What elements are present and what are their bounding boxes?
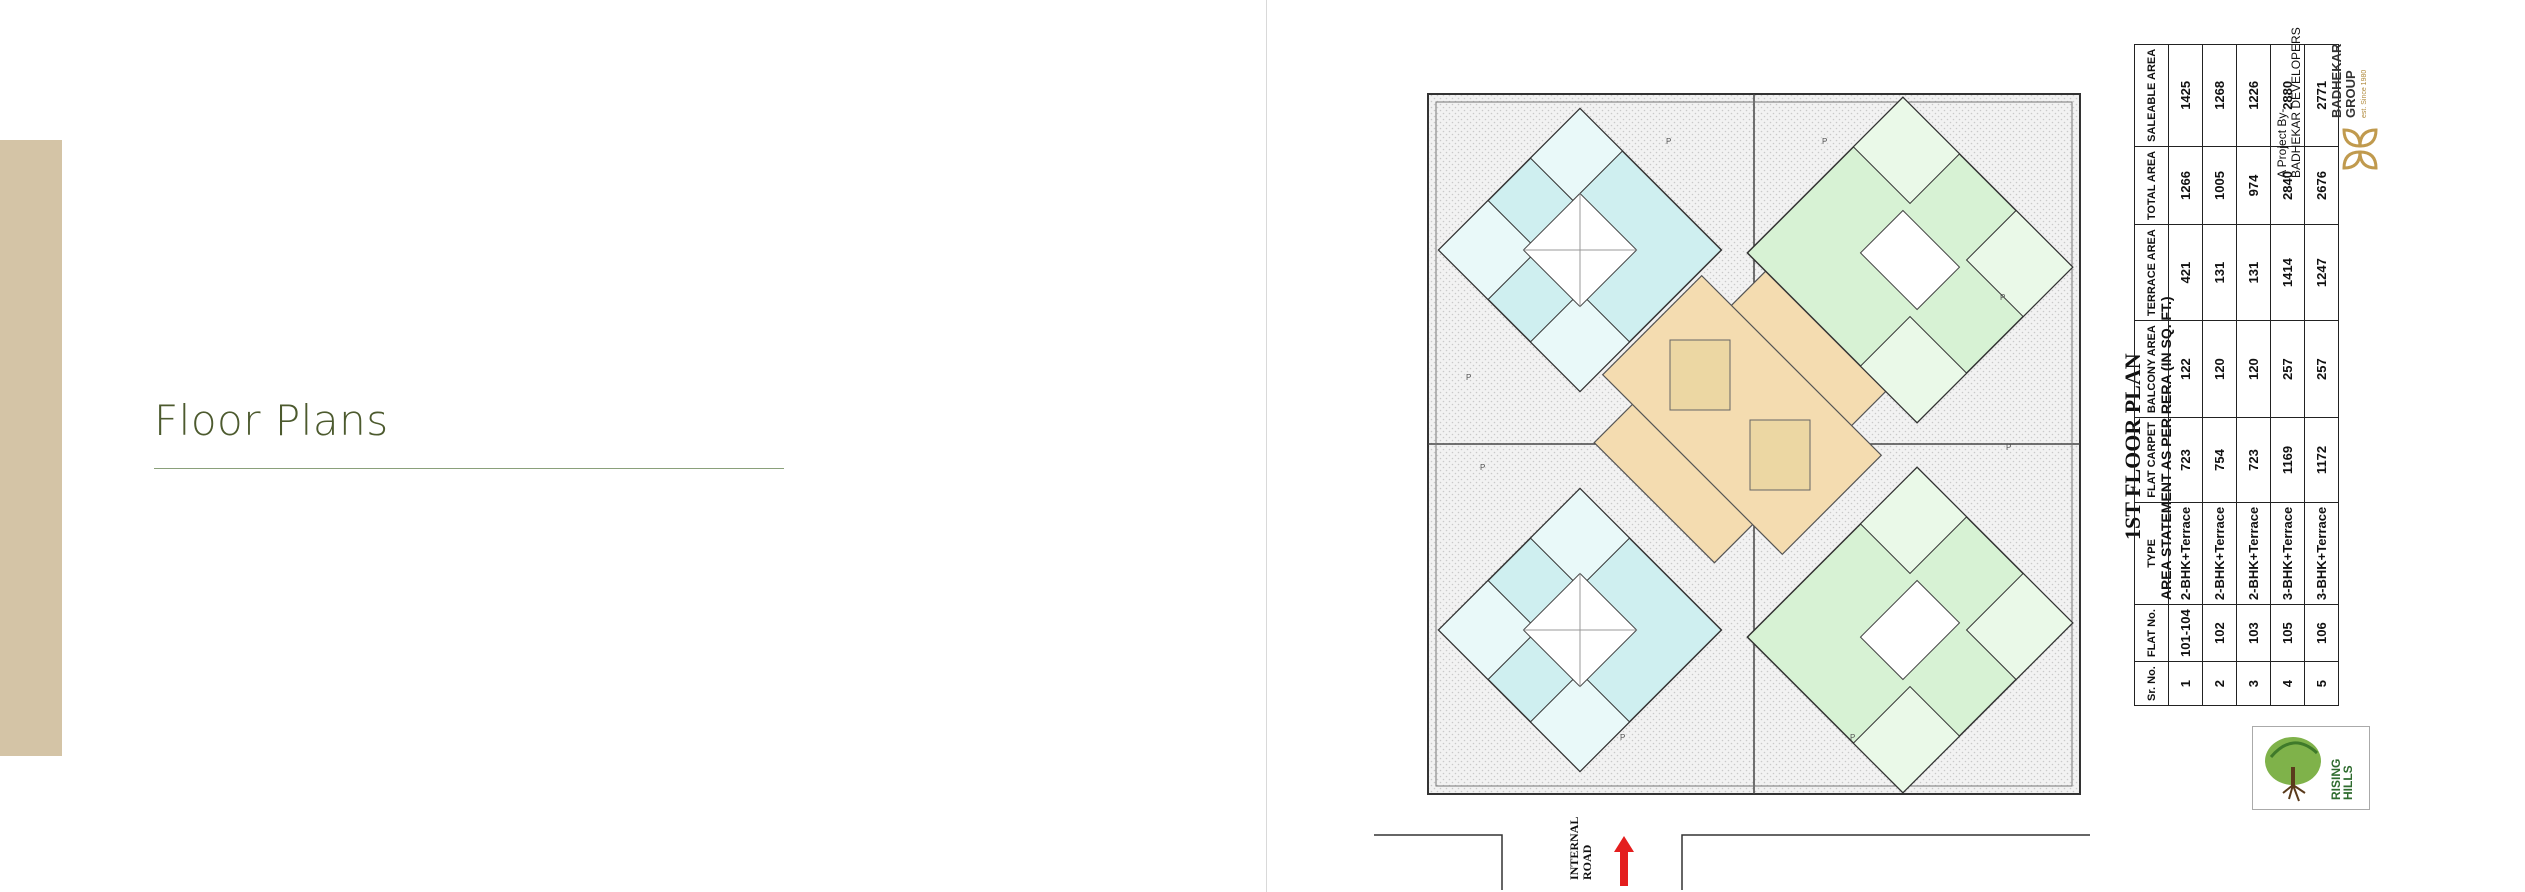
table-cell: 120 — [2202, 320, 2237, 418]
rising-hills-tree-icon — [2265, 737, 2321, 802]
table-cell: 1005 — [2202, 146, 2237, 225]
area-statement-table: Sr. No. FLAT No. TYPE FLAT CARPET BALCON… — [2134, 44, 2339, 706]
flat-top-right — [1746, 96, 2074, 424]
svg-text:P: P — [1666, 137, 1671, 146]
flat-bottom-left — [1437, 487, 1723, 773]
table-cell: 3-BHK+Terrace — [2304, 502, 2339, 605]
svg-text:P: P — [1466, 373, 1471, 382]
table-cell: 257 — [2304, 320, 2339, 418]
table-cell: 1172 — [2304, 417, 2339, 503]
hills-label: HILLS — [2341, 765, 2355, 800]
svg-text:P: P — [2000, 293, 2005, 302]
rising-hills-logo — [2252, 726, 2370, 810]
table-cell: 1169 — [2270, 417, 2305, 503]
svg-text:P: P — [1480, 463, 1485, 472]
header-sr-no: Sr. No. — [2134, 661, 2169, 706]
road-edge-right — [1681, 834, 2090, 890]
table-cell: 754 — [2202, 417, 2237, 503]
table-cell: 131 — [2202, 224, 2237, 321]
table-cell: 3 — [2236, 661, 2271, 706]
svg-text:P: P — [2006, 443, 2011, 452]
header-flat-no: FLAT No. — [2134, 604, 2169, 662]
table-cell: 2 — [2202, 661, 2237, 706]
road-arrow-icon — [1614, 836, 1634, 886]
table-cell: 1414 — [2270, 224, 2305, 321]
header-total-area: TOTAL AREA — [2134, 146, 2169, 225]
table-cell: 2-BHK+Terrace — [2236, 502, 2271, 605]
header-terrace-area: TERRACE AREA — [2134, 224, 2169, 321]
developer-name: BADHEKAR DEVELOPERS — [2289, 27, 2303, 178]
road-label: INTERNAL ROAD — [1567, 817, 1594, 880]
table-cell: 5 — [2304, 661, 2339, 706]
flat-bottom-right — [1746, 466, 2074, 794]
header-balcony-area: BALCONY AREA — [2134, 320, 2169, 418]
table-cell: 106 — [2304, 604, 2339, 662]
title-divider — [154, 468, 784, 469]
svg-text:P: P — [1620, 733, 1625, 742]
table-cell: 120 — [2236, 320, 2271, 418]
table-cell: 103 — [2236, 604, 2271, 662]
central-core — [1593, 266, 1891, 564]
table-row: 3 103 2-BHK+Terrace 723 120 131 974 1226 — [2236, 44, 2271, 706]
project-by-label: A Project By- — [2275, 108, 2289, 178]
table-cell: 257 — [2270, 320, 2305, 418]
road-edge-left — [1374, 834, 1503, 890]
table-cell: 1266 — [2168, 146, 2203, 225]
table-cell: 105 — [2270, 604, 2305, 662]
accent-bar — [0, 140, 62, 756]
project-by-text: A Project By- BADHEKAR DEVELOPERS — [2275, 27, 2303, 178]
table-cell: 723 — [2168, 417, 2203, 503]
svg-text:P: P — [1850, 733, 1855, 742]
table-cell: 974 — [2236, 146, 2271, 225]
svg-text:P: P — [1822, 137, 1827, 146]
header-saleable-area: SALEABLE AREA — [2134, 44, 2169, 147]
table-cell: 2-BHK+Terrace — [2168, 502, 2203, 605]
table-cell: 1226 — [2236, 44, 2271, 147]
header-flat-carpet: FLAT CARPET — [2134, 417, 2169, 503]
table-cell: 1425 — [2168, 44, 2203, 147]
table-cell: 3-BHK+Terrace — [2270, 502, 2305, 605]
table-cell: 122 — [2168, 320, 2203, 418]
table-cell: 1268 — [2202, 44, 2237, 147]
table-cell: 4 — [2270, 661, 2305, 706]
header-type: TYPE — [2134, 502, 2169, 605]
brand-line-1: BADHEKAR — [2329, 43, 2344, 118]
table-row: 1 101-104 2-BHK+Terrace 723 122 421 1266… — [2168, 44, 2203, 706]
page-spine-divider — [1266, 0, 1267, 892]
flat-top-left — [1437, 107, 1723, 393]
table-cell: 101-104 — [2168, 604, 2203, 662]
table-cell: 723 — [2236, 417, 2271, 503]
rising-hills-text: RISING HILLS — [2329, 759, 2355, 800]
table-cell: 2-BHK+Terrace — [2202, 502, 2237, 605]
page-title: Floor Plans — [154, 396, 389, 445]
table-cell: 1 — [2168, 661, 2203, 706]
table-row: 2 102 2-BHK+Terrace 754 120 131 1005 126… — [2202, 44, 2237, 706]
brand-tagline: est. Since 1980 — [2361, 69, 2368, 118]
table-cell: 1247 — [2304, 224, 2339, 321]
brand-line-2: GROUP — [2343, 70, 2358, 118]
badhekar-logo-icon — [2342, 128, 2378, 170]
floor-plan-drawing: PP PP PP PP N — [1374, 93, 2090, 890]
badhekar-group-text: BADHEKAR GROUP est. Since 1980 — [2329, 43, 2372, 118]
table-cell: 2676 — [2304, 146, 2339, 225]
table-cell: 131 — [2236, 224, 2271, 321]
table-header-row: Sr. No. FLAT No. TYPE FLAT CARPET BALCON… — [2134, 44, 2169, 706]
table-row: 5 106 3-BHK+Terrace 1172 257 1247 2676 2… — [2304, 44, 2339, 706]
table-cell: 102 — [2202, 604, 2237, 662]
table-cell: 421 — [2168, 224, 2203, 321]
